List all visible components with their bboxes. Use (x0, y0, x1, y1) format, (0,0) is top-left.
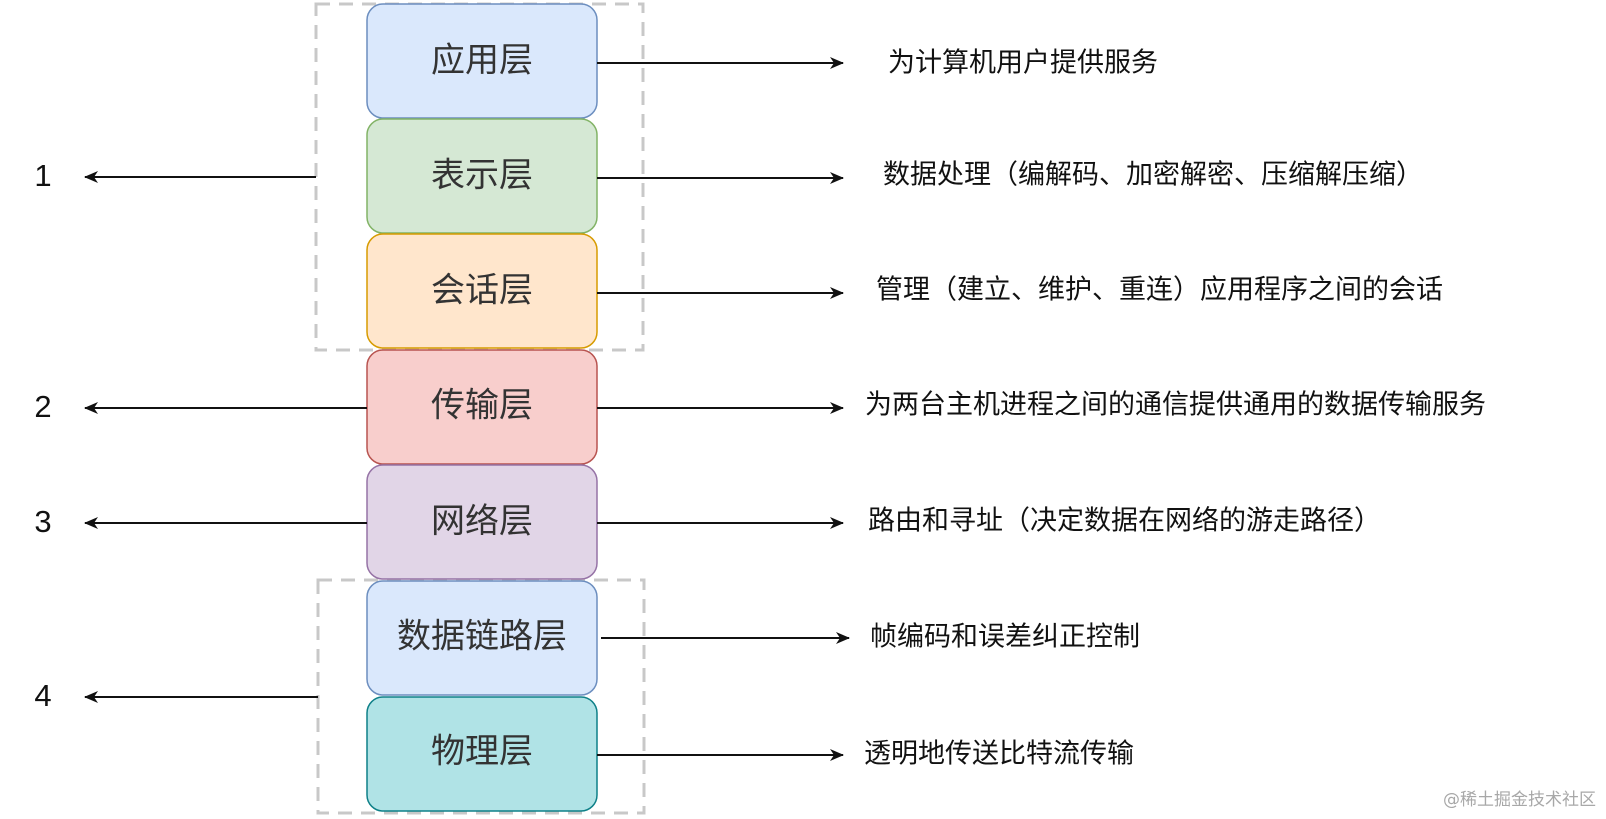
layer-network: 网络层 路由和寻址（决定数据在网络的游走路径） (366, 464, 1381, 580)
group-number: 2 (34, 389, 51, 424)
layer-description: 帧编码和误差纠正控制 (870, 622, 1140, 653)
layer-box (366, 118, 598, 234)
watermark: @稀土掘金技术社区 (1443, 790, 1596, 810)
group-marker-4: 4 (34, 678, 318, 713)
layer-presentation: 表示层 数据处理（编解码、加密解密、压缩解压缩） (366, 118, 1423, 234)
layer-box (366, 3, 598, 119)
group-number: 3 (34, 504, 51, 539)
layer-label: 应用层 (431, 41, 533, 81)
layer-description: 为计算机用户提供服务 (888, 48, 1158, 79)
layer-session: 会话层 管理（建立、维护、重连）应用程序之间的会话 (366, 233, 1443, 349)
group-marker-3: 3 (34, 504, 367, 539)
group-marker-2: 2 (34, 389, 367, 424)
layer-description: 为两台主机进程之间的通信提供通用的数据传输服务 (865, 390, 1486, 421)
layer-description: 路由和寻址（决定数据在网络的游走路径） (868, 506, 1381, 537)
layer-transport: 传输层 为两台主机进程之间的通信提供通用的数据传输服务 (366, 349, 1486, 465)
layer-box (366, 233, 598, 349)
layer-physical: 物理层 透明地传送比特流传输 (366, 696, 1134, 812)
layer-label: 表示层 (431, 156, 533, 196)
layer-label: 会话层 (431, 271, 533, 311)
layer-data-link: 数据链路层 帧编码和误差纠正控制 (366, 580, 1140, 696)
layer-box (366, 580, 598, 696)
group-number: 4 (34, 678, 51, 713)
layer-label: 传输层 (431, 386, 533, 426)
layer-application: 应用层 为计算机用户提供服务 (366, 3, 1158, 119)
layer-label: 物理层 (431, 732, 533, 772)
group-marker-1: 1 (34, 158, 316, 193)
layer-label: 网络层 (431, 502, 533, 542)
group-number: 1 (34, 158, 51, 193)
layer-label: 数据链路层 (397, 617, 567, 657)
layer-description: 透明地传送比特流传输 (864, 739, 1134, 770)
layer-description: 管理（建立、维护、重连）应用程序之间的会话 (876, 275, 1443, 306)
layer-description: 数据处理（编解码、加密解密、压缩解压缩） (883, 160, 1423, 191)
